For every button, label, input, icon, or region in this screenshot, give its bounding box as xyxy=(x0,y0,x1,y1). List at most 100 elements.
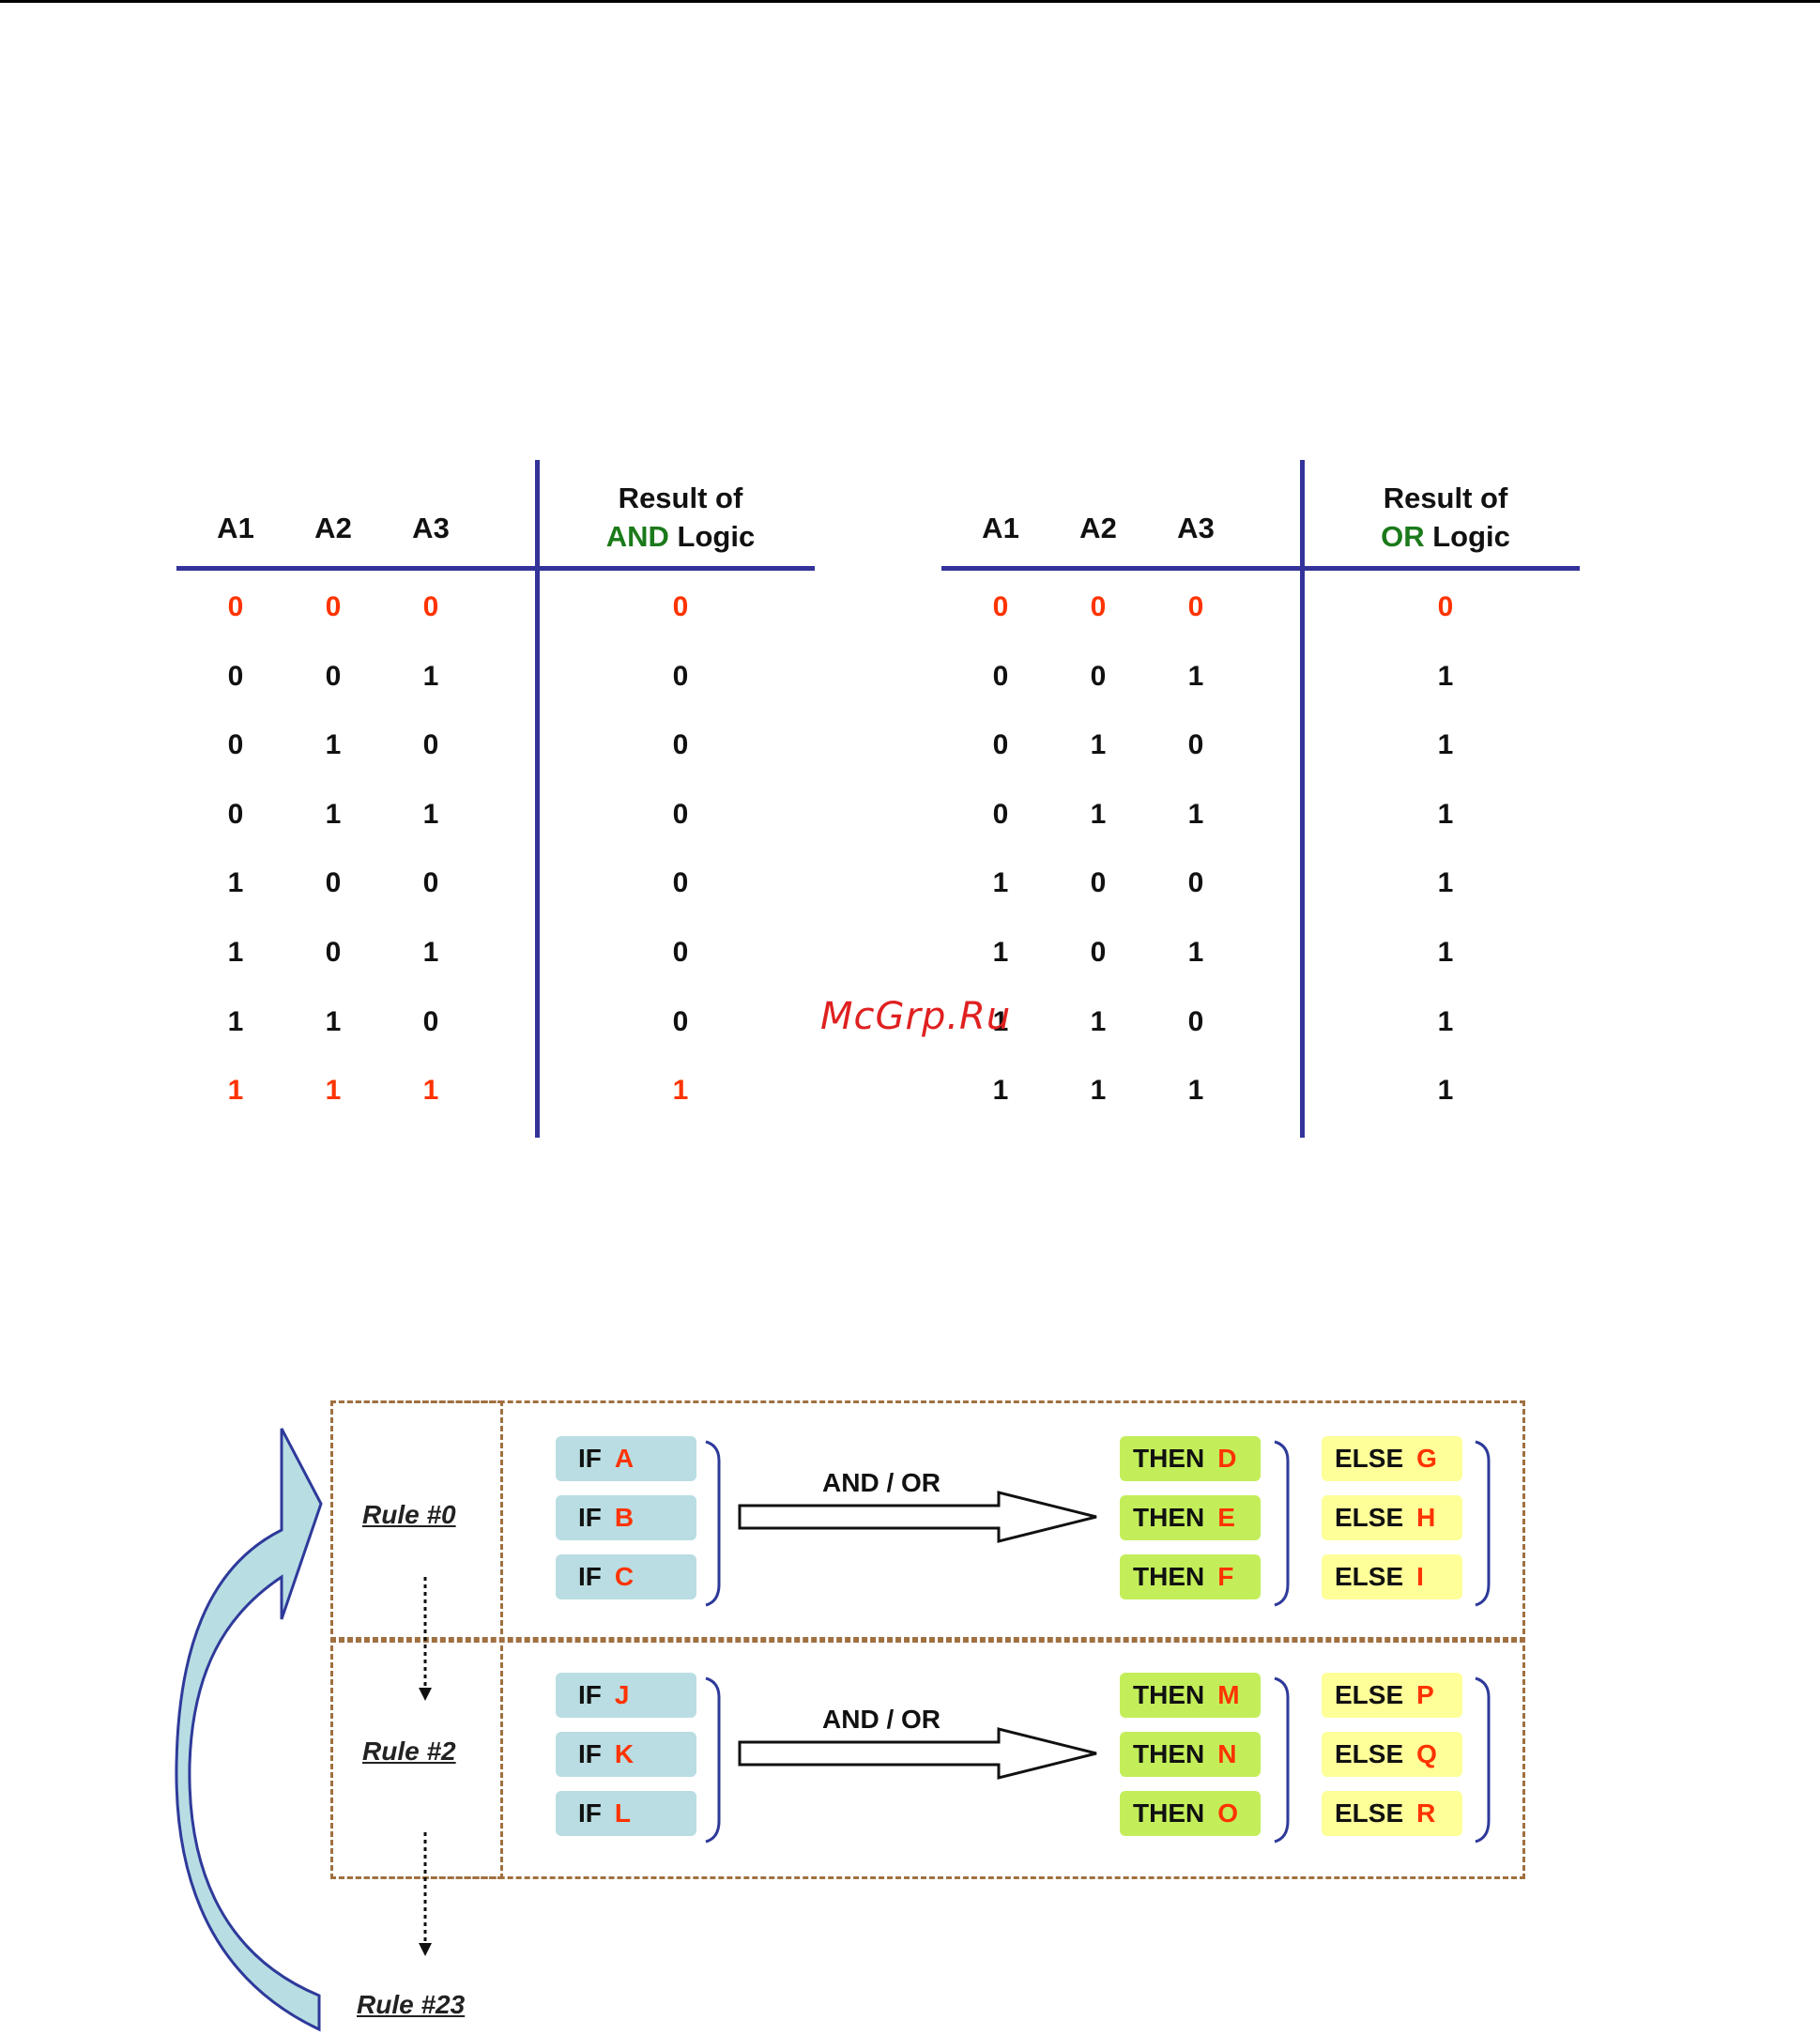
then-action-chip-variable: O xyxy=(1217,1798,1239,1828)
if-condition-chip-variable: K xyxy=(614,1739,635,1768)
table-cell: 1 xyxy=(325,729,342,761)
table-cell: 1 xyxy=(1437,867,1454,899)
table-cell: 1 xyxy=(422,798,439,830)
table-cell: 0 xyxy=(325,937,342,968)
table-cell: 1 xyxy=(422,660,439,692)
column-header-a3: A3 xyxy=(412,512,450,544)
then-action-chip-variable: D xyxy=(1217,1444,1237,1473)
right-arrow-icon xyxy=(738,1491,1097,1543)
down-arrow-icon xyxy=(419,1943,432,1956)
table-cell: 0 xyxy=(672,729,689,761)
if-condition-chip-keyword: IF xyxy=(578,1562,602,1591)
table-cell: 1 xyxy=(1437,937,1454,968)
then-action-chip-variable: E xyxy=(1217,1503,1235,1532)
else-group-bracket xyxy=(1475,1440,1491,1607)
table-cell: 1 xyxy=(1187,798,1204,830)
column-header-a2: A2 xyxy=(314,512,352,544)
table-cell: 1 xyxy=(325,798,342,830)
then-action-chip-keyword: THEN xyxy=(1133,1503,1205,1532)
watermark: McGrp.Ru xyxy=(820,995,1012,1038)
result-header-keyword: OR xyxy=(1381,520,1425,553)
column-header-a1: A1 xyxy=(982,512,1019,544)
table-result-divider xyxy=(535,460,540,1138)
else-action-chip: ELSE Q xyxy=(1322,1732,1462,1777)
right-arrow-icon xyxy=(738,1727,1097,1780)
table-cell: 0 xyxy=(672,660,689,692)
table-cell: 1 xyxy=(1090,1005,1107,1037)
table-cell: 1 xyxy=(992,1075,1009,1107)
table-cell: 0 xyxy=(1090,591,1107,622)
table-cell: 1 xyxy=(422,1075,439,1107)
else-action-chip-keyword: ELSE xyxy=(1335,1680,1404,1709)
if-group-bracket xyxy=(705,1440,721,1607)
then-action-chip-keyword: THEN xyxy=(1133,1562,1205,1591)
then-action-chip: THEN E xyxy=(1120,1495,1261,1540)
else-action-chip-variable: P xyxy=(1416,1680,1434,1709)
else-group-bracket xyxy=(1475,1676,1491,1844)
table-cell: 1 xyxy=(992,867,1009,899)
table-cell: 0 xyxy=(1090,867,1107,899)
last-rule-label: Rule #23 xyxy=(357,1990,466,2019)
table-cell: 1 xyxy=(1090,729,1107,761)
if-condition-chip-variable: B xyxy=(614,1503,635,1532)
else-action-chip-keyword: ELSE xyxy=(1335,1503,1404,1532)
table-cell: 0 xyxy=(422,729,439,761)
table-cell: 0 xyxy=(992,591,1009,622)
column-header-a1: A1 xyxy=(217,512,254,544)
if-condition-chip-keyword: IF xyxy=(578,1739,602,1768)
table-cell: 1 xyxy=(1437,660,1454,692)
top-rule xyxy=(0,0,1820,3)
if-condition-chip: IF K xyxy=(556,1732,696,1777)
then-action-chip-keyword: THEN xyxy=(1133,1680,1205,1709)
if-group-bracket xyxy=(705,1676,721,1844)
else-action-chip-keyword: ELSE xyxy=(1335,1739,1404,1768)
if-condition-chip-variable: L xyxy=(614,1798,631,1828)
else-action-chip-variable: G xyxy=(1416,1444,1437,1473)
if-condition-chip-variable: C xyxy=(614,1562,635,1591)
then-group-bracket xyxy=(1274,1676,1290,1844)
else-action-chip-variable: I xyxy=(1416,1562,1424,1591)
table-cell: 0 xyxy=(227,591,244,622)
table-cell: 0 xyxy=(422,591,439,622)
result-header-suffix: Logic xyxy=(668,520,756,553)
table-cell: 1 xyxy=(1187,660,1204,692)
then-group-bracket xyxy=(1274,1440,1290,1607)
table-cell: 1 xyxy=(422,937,439,968)
table-cell: 0 xyxy=(227,798,244,830)
column-header-a2: A2 xyxy=(1079,512,1117,544)
table-cell: 0 xyxy=(672,591,689,622)
else-action-chip-keyword: ELSE xyxy=(1335,1562,1404,1591)
then-action-chip-variable: N xyxy=(1217,1739,1237,1768)
result-header-line2: OR Logic xyxy=(1381,517,1510,556)
table-cell: 0 xyxy=(672,1005,689,1037)
table-cell: 1 xyxy=(325,1005,342,1037)
result-header-line1: Result of xyxy=(1383,482,1508,514)
table-cell: 1 xyxy=(1437,1005,1454,1037)
column-header-a3: A3 xyxy=(1177,512,1215,544)
table-header-rule xyxy=(941,566,1580,571)
table-cell: 1 xyxy=(1437,1075,1454,1107)
table-cell: 1 xyxy=(1090,798,1107,830)
result-header-line2: AND Logic xyxy=(606,517,755,556)
else-action-chip: ELSE P xyxy=(1322,1673,1462,1718)
table-cell: 1 xyxy=(1187,1075,1204,1107)
down-arrow-icon xyxy=(419,1688,432,1701)
table-cell: 0 xyxy=(672,798,689,830)
table-cell: 1 xyxy=(672,1075,689,1107)
else-action-chip-variable: Q xyxy=(1416,1739,1437,1768)
table-cell: 1 xyxy=(992,1005,1009,1037)
table-cell: 0 xyxy=(1187,729,1204,761)
else-action-chip-variable: R xyxy=(1416,1798,1436,1828)
